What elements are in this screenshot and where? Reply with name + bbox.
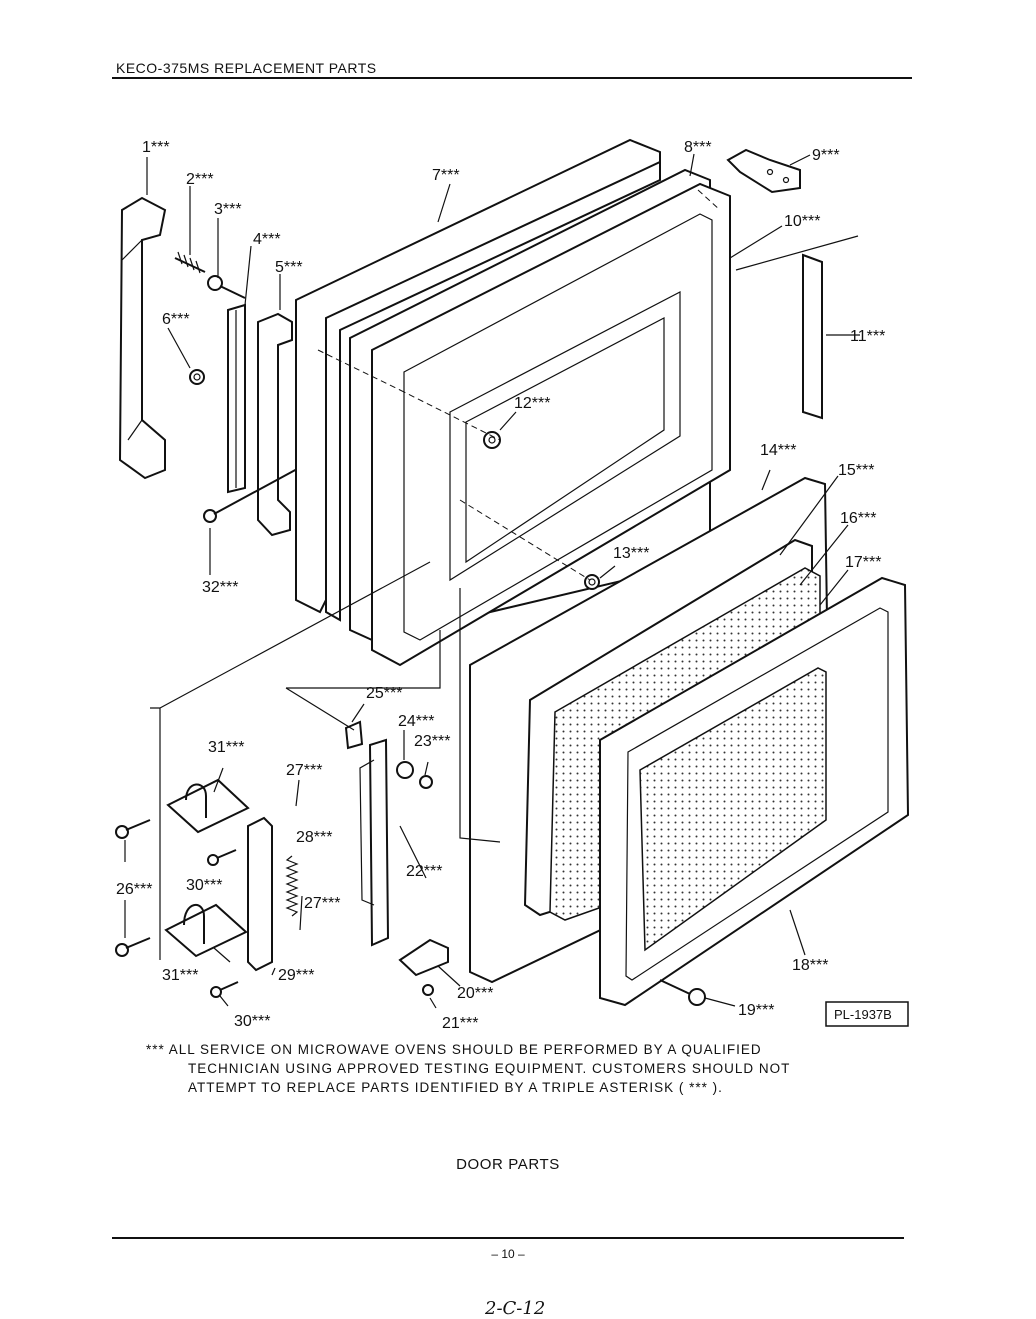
note-line-1: *** ALL SERVICE ON MICROWAVE OVENS SHOUL… <box>146 1042 762 1057</box>
footer-rule <box>112 1237 904 1239</box>
part-12-nut <box>483 431 501 449</box>
page-number: – 10 – <box>491 1247 525 1261</box>
callout-22: 22*** <box>406 863 442 880</box>
callout-13: 13*** <box>613 545 649 562</box>
callout-23: 23*** <box>414 733 450 750</box>
callout-10: 10*** <box>784 213 820 230</box>
callout-28: 28*** <box>296 829 332 846</box>
part-31-latch-lower <box>164 903 248 958</box>
callout-4: 4*** <box>253 231 281 248</box>
callout-21: 21*** <box>442 1015 478 1032</box>
callout-17: 17*** <box>845 554 881 571</box>
part-21-screw <box>422 984 434 996</box>
part-4-handle-strip <box>227 303 246 494</box>
callout-18: 18*** <box>792 957 828 974</box>
part-13-nut <box>584 574 600 590</box>
callout-16: 16*** <box>840 510 876 527</box>
part-26-screws <box>115 819 151 957</box>
part-25-clip <box>344 720 364 750</box>
callout-5: 5*** <box>275 259 303 276</box>
callout-14: 14*** <box>760 442 796 459</box>
door-parts-exploded-diagram: 1*** 2*** 3*** 4*** 5*** 6*** 7*** 8*** … <box>115 138 910 1032</box>
part-24-roller <box>396 761 414 779</box>
callout-26: 26*** <box>116 881 152 898</box>
callout-20: 20*** <box>457 985 493 1002</box>
part-32-screw <box>203 461 311 523</box>
callout-27-lower: 27*** <box>304 895 340 912</box>
part-31-latch-upper <box>166 778 250 834</box>
callout-30-lower: 30*** <box>234 1013 270 1030</box>
part-19-screw <box>659 979 706 1006</box>
callout-31-upper: 31*** <box>208 739 244 756</box>
callout-31-lower: 31*** <box>162 967 198 984</box>
part-17-outer-door <box>599 576 910 1007</box>
part-28-spring <box>285 855 299 917</box>
part-5-handle-cover <box>257 312 293 537</box>
callout-3: 3*** <box>214 201 242 218</box>
note-line-3: ATTEMPT TO REPLACE PARTS IDENTIFIED BY A… <box>188 1080 723 1095</box>
plate-id: PL-1937B <box>834 1007 892 1022</box>
callouts: 1*** 2*** 3*** 4*** 5*** 6*** 7*** 8*** … <box>116 139 885 1032</box>
callout-2: 2*** <box>186 171 214 188</box>
callout-32: 32*** <box>202 579 238 596</box>
part-23-washer <box>419 775 433 789</box>
part-11-choke-strip <box>802 253 823 420</box>
part-2-spring <box>174 251 206 274</box>
callout-24: 24*** <box>398 713 434 730</box>
part-30-screws <box>207 849 239 998</box>
callout-29: 29*** <box>278 967 314 984</box>
part-7-door-frame <box>295 138 661 622</box>
service-note: *** ALL SERVICE ON MICROWAVE OVENS SHOUL… <box>146 1040 790 1097</box>
leader-lines <box>124 153 860 1009</box>
part-22-latch-plate <box>359 738 390 947</box>
callout-30-upper: 30*** <box>186 877 222 894</box>
header-rule <box>112 77 912 79</box>
part-6-bushing <box>189 369 205 385</box>
callout-8: 8*** <box>684 139 712 156</box>
plate-id-box: PL-1937B <box>825 1001 909 1027</box>
handwritten-note: 2-C-12 <box>485 1298 546 1319</box>
callout-11: 11*** <box>850 328 885 345</box>
callout-27-upper: 27*** <box>286 762 322 779</box>
callout-12: 12*** <box>514 395 550 412</box>
part-3-screw <box>207 275 246 299</box>
part-8-inner-frame <box>349 168 731 667</box>
callout-15: 15*** <box>838 462 874 479</box>
callout-25: 25*** <box>366 685 402 702</box>
part-20-bracket <box>398 938 449 977</box>
section-title: DOOR PARTS <box>456 1156 560 1173</box>
part-29-latch-housing <box>247 816 273 972</box>
callout-1: 1*** <box>142 139 170 156</box>
callout-7: 7*** <box>432 167 460 184</box>
callout-9: 9*** <box>812 147 840 164</box>
part-9-bracket <box>726 148 801 194</box>
part-1-handle <box>118 196 167 480</box>
note-line-2: TECHNICIAN USING APPROVED TESTING EQUIPM… <box>188 1061 791 1076</box>
page-header: KECO-375MS REPLACEMENT PARTS <box>116 60 377 76</box>
callout-19: 19*** <box>738 1002 774 1019</box>
callout-6: 6*** <box>162 311 190 328</box>
